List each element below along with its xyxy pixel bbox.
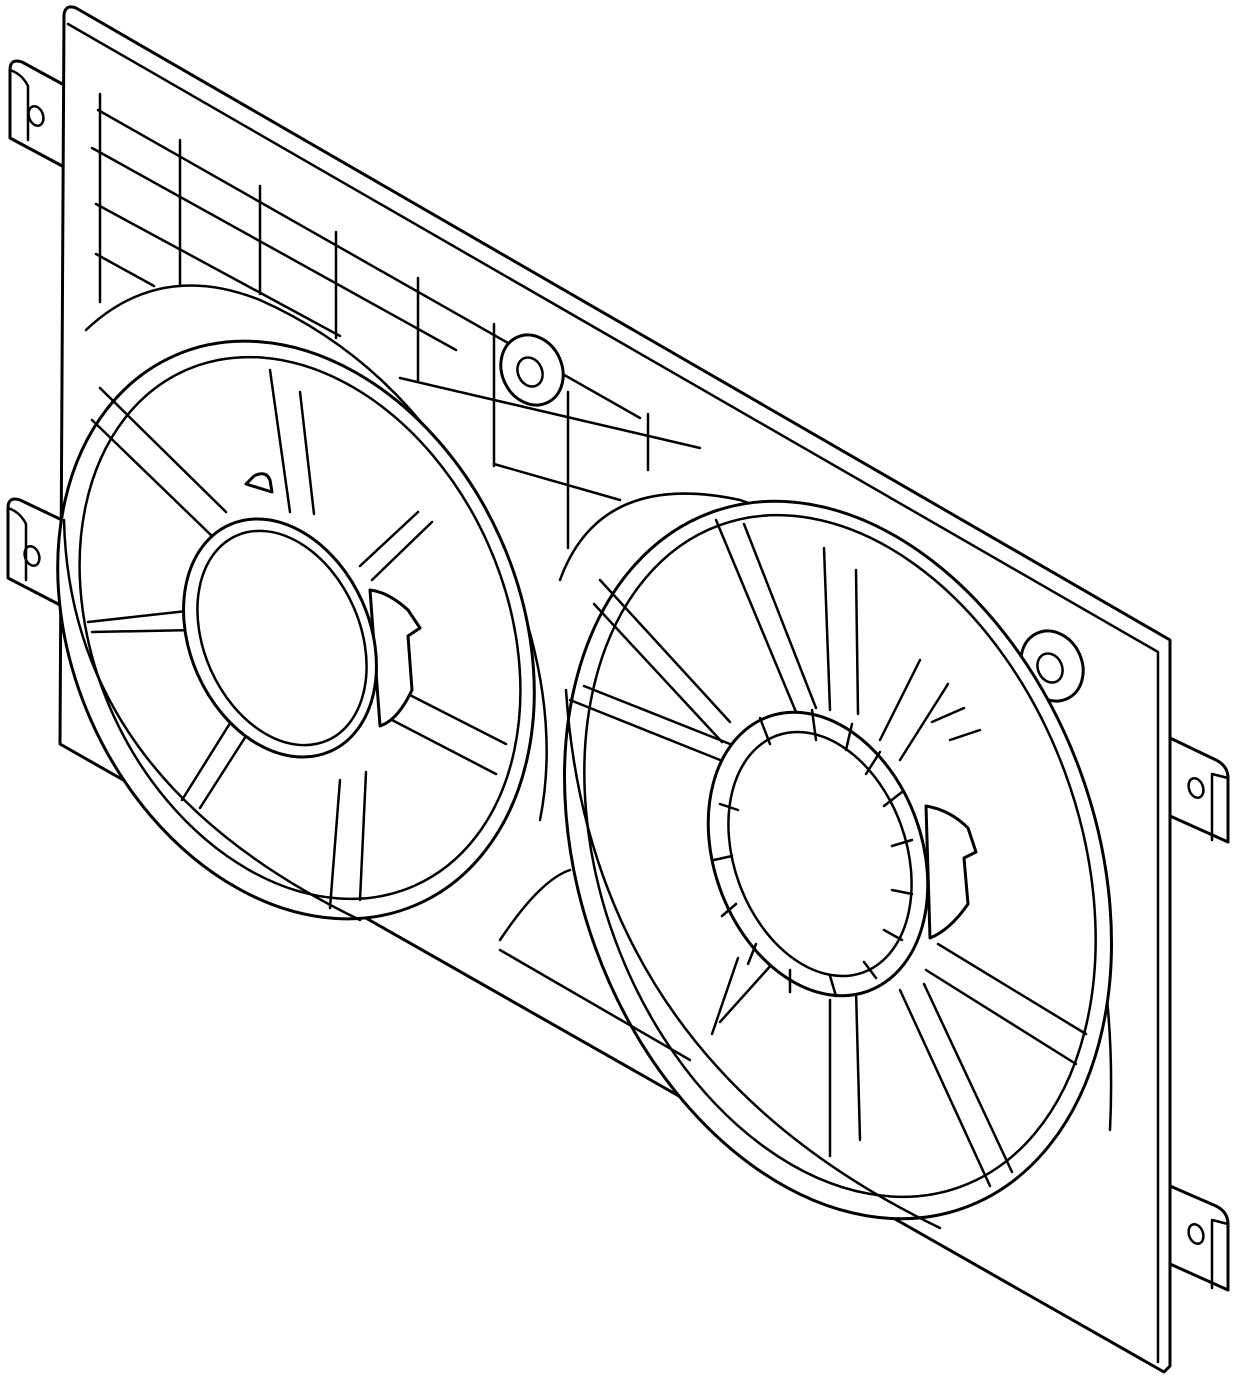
mounting-tab-bottom-right [1168, 1184, 1230, 1292]
mounting-tab-mid-right [1168, 736, 1230, 844]
mount-boss-top [499, 333, 565, 407]
fan-hub-left [182, 472, 422, 759]
fan-spokes-left [86, 368, 508, 910]
grille-ribs [90, 92, 702, 550]
fan-hub-right [706, 708, 978, 998]
mounting-tab-top-left [8, 59, 68, 170]
mounting-tab-mid-left [6, 497, 64, 608]
fan-spokes-right [568, 518, 1088, 1188]
